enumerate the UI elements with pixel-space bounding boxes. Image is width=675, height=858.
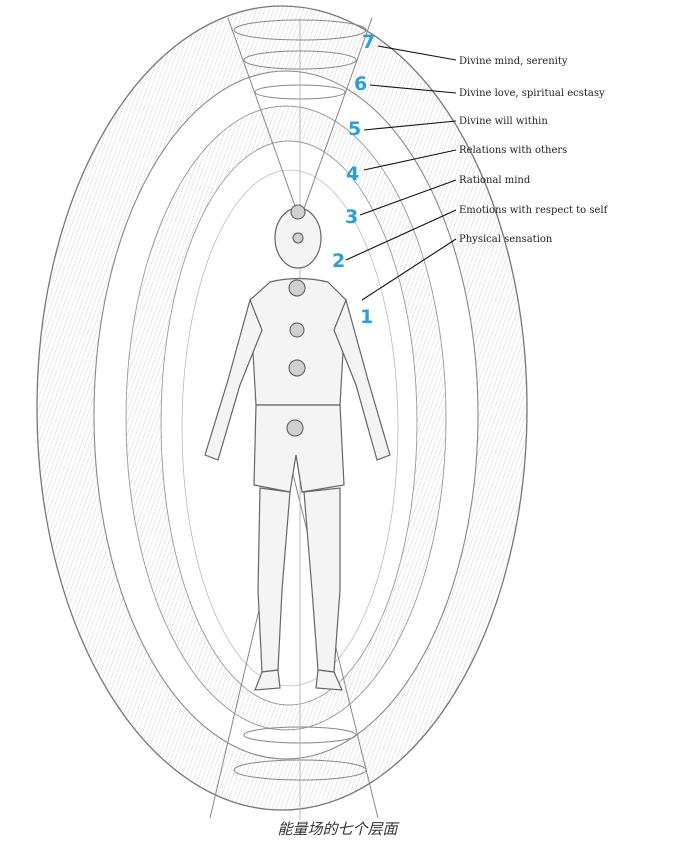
layer-number-7: 7	[362, 31, 375, 53]
leader-7	[377, 45, 457, 61]
layer-number-3: 3	[345, 206, 358, 228]
leader-1	[361, 238, 457, 301]
figure-right-foot	[315, 669, 343, 691]
leader-5	[363, 120, 457, 131]
figure-shorts	[253, 404, 345, 493]
figure-right-arm	[333, 298, 391, 461]
chakra-sacral	[286, 419, 304, 437]
figure-left-foot	[254, 669, 281, 691]
aura-layers-diagram: 7 6 5 4 3 2 1 Divine mind, serenity Divi…	[36, 5, 609, 820]
chakra-throat	[288, 279, 306, 297]
layer-label-3: Rational mind	[459, 175, 531, 186]
layer-number-1: 1	[360, 306, 373, 328]
leader-4	[363, 149, 457, 171]
human-figure	[204, 207, 391, 691]
chakra-centers	[286, 204, 306, 437]
leader-3	[359, 179, 457, 216]
leader-lines	[345, 45, 457, 301]
aura-shell-3	[181, 169, 399, 687]
layer-label-1: Physical sensation	[459, 234, 553, 245]
chakra-brow	[292, 232, 304, 244]
layer-label-4: Relations with others	[459, 145, 567, 156]
chakra-solar-plexus	[288, 359, 306, 377]
figure-caption: 能量场的七个层面	[277, 820, 398, 838]
chakra-crown	[290, 204, 306, 220]
leader-2	[345, 209, 457, 261]
figure-left-arm	[204, 298, 263, 461]
layer-numbers: 7 6 5 4 3 2 1	[332, 31, 375, 328]
layer-number-6: 6	[354, 73, 367, 95]
chakra-heart	[289, 322, 305, 338]
layer-label-7: Divine mind, serenity	[459, 56, 568, 67]
layer-label-5: Divine will within	[459, 116, 548, 127]
layer-number-5: 5	[348, 118, 361, 140]
layer-label-2: Emotions with respect to self	[459, 205, 609, 216]
layer-label-6: Divine love, spiritual ecstasy	[459, 88, 605, 99]
layer-number-2: 2	[332, 250, 345, 272]
layer-number-4: 4	[346, 163, 359, 185]
layer-labels: Divine mind, serenity Divine love, spiri…	[459, 56, 609, 245]
figure-torso	[249, 277, 347, 406]
leader-6	[369, 84, 457, 94]
